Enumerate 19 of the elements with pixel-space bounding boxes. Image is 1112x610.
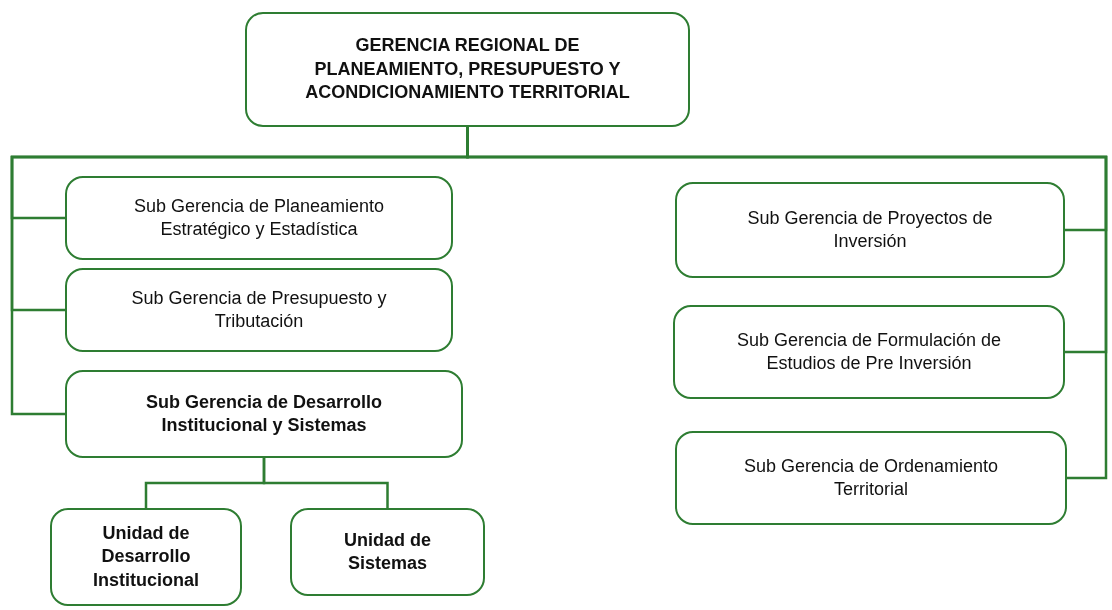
unit-name: Unidad de Desarrollo Institucional	[92, 521, 200, 592]
unit-name: Unidad de Sistemas	[343, 528, 432, 575]
org-unit-box	[675, 182, 1065, 278]
unit-name: Sub Gerencia de Proyectos de Inversión	[746, 206, 994, 253]
org-unit-box	[65, 176, 453, 260]
org-unit-box	[245, 12, 690, 127]
org-unit-box	[65, 268, 453, 352]
org-unit-box	[673, 305, 1065, 399]
unit-name: GERENCIA REGIONAL DE PLANEAMIENTO, PRESUPUESTO Y ACONDICIONAMIENTO TERRITORIAL	[304, 34, 631, 105]
org-unit-box	[65, 370, 463, 458]
unit-name: Sub Gerencia de Desarrollo Institucional y Sistemas	[144, 390, 384, 437]
unit-name: Sub Gerencia de Formulación de Estudios de Pre Inversión	[735, 328, 1003, 375]
unit-name: Sub Gerencia de Planeamiento Estratégico y Estadística	[132, 194, 386, 241]
org-unit-box	[50, 508, 242, 606]
org-unit-box	[290, 508, 485, 596]
unit-name: Sub Gerencia de Presupuesto y Tributación	[130, 286, 388, 333]
org-unit-box	[675, 431, 1067, 525]
connector-line	[262, 458, 389, 508]
unit-name: Sub Gerencia de Ordenamiento Territorial	[742, 454, 1000, 501]
